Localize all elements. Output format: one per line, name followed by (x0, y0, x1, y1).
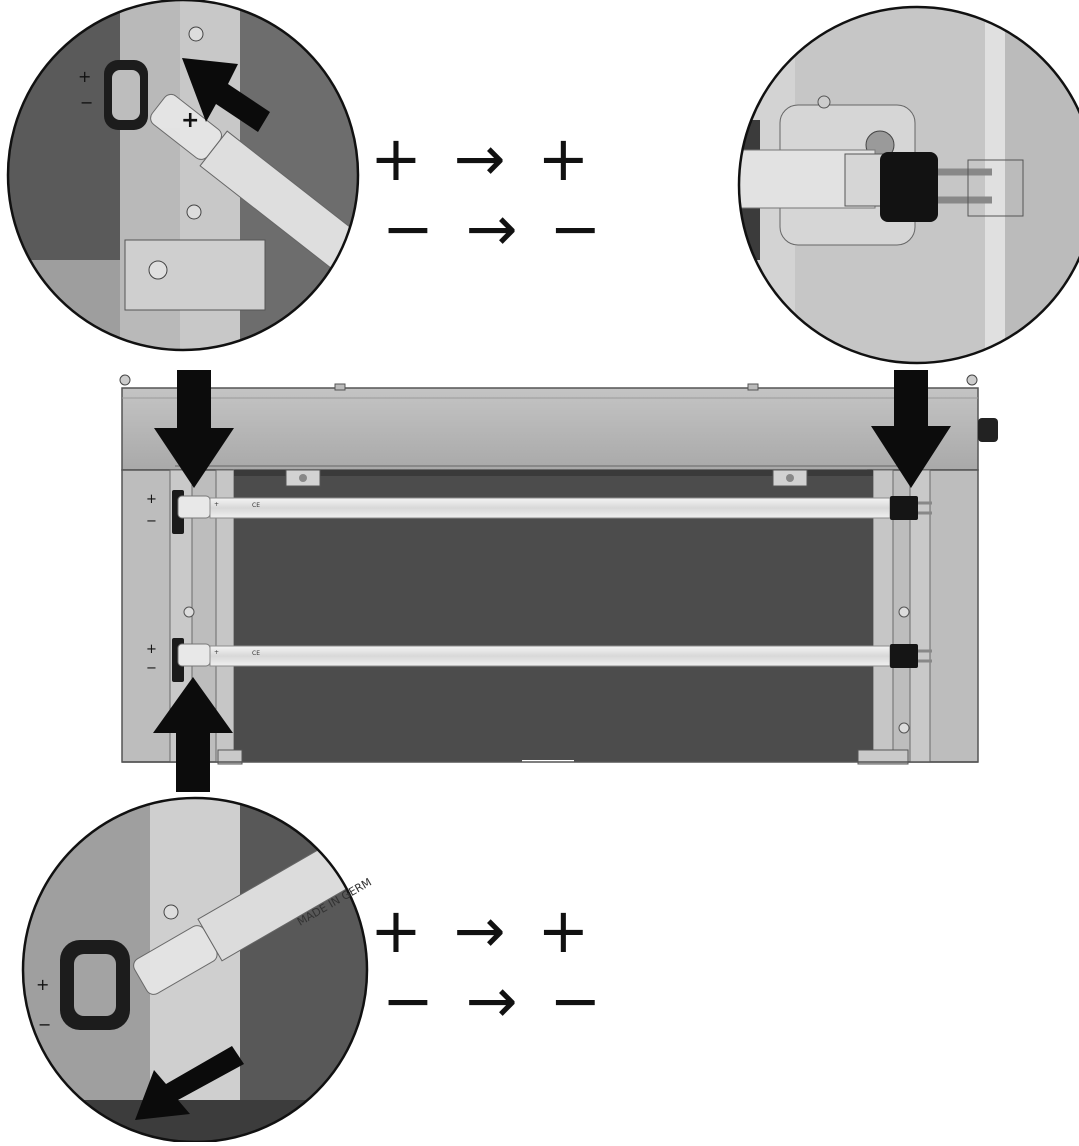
polarity-rule-minus-bottom: − → − (382, 964, 608, 1037)
polarity-rule-plus-top: + → + (370, 122, 596, 195)
detail-bl-plus-mark: + (36, 975, 49, 994)
tube-lower-plus-label: + (214, 649, 219, 656)
uv-tube-lower (172, 638, 932, 682)
detail-tl-plus-mark: + (78, 67, 91, 86)
tube-lower-ce-label: CE (252, 650, 260, 657)
detail-circle-end-cap (737, 5, 1079, 365)
housing-plus-mark-upper: + (146, 492, 157, 507)
housing-minus-mark-lower: − (146, 661, 157, 676)
detail-circle-insert-plus (6, 0, 360, 352)
uv-tube-upper (172, 490, 932, 534)
tube-upper-ce-label: CE (252, 502, 260, 509)
polarity-rule-plus-bottom: + → + (370, 894, 596, 967)
arrow-down-left (154, 370, 234, 488)
detail-tl-tube-plus: + (181, 108, 199, 133)
housing-minus-mark-upper: − (146, 514, 157, 529)
tube-upper-plus-label: + (214, 501, 219, 508)
arrow-down-right (871, 370, 951, 488)
polarity-rule-minus-top: − → − (382, 192, 608, 265)
detail-tl-minus-mark: − (80, 93, 93, 112)
housing-plus-mark-lower: + (146, 642, 157, 657)
detail-bl-minus-mark: − (38, 1015, 51, 1034)
lamp-housing (119, 374, 998, 765)
arrow-up-left (153, 677, 233, 792)
detail-circle-remove (21, 796, 369, 1144)
